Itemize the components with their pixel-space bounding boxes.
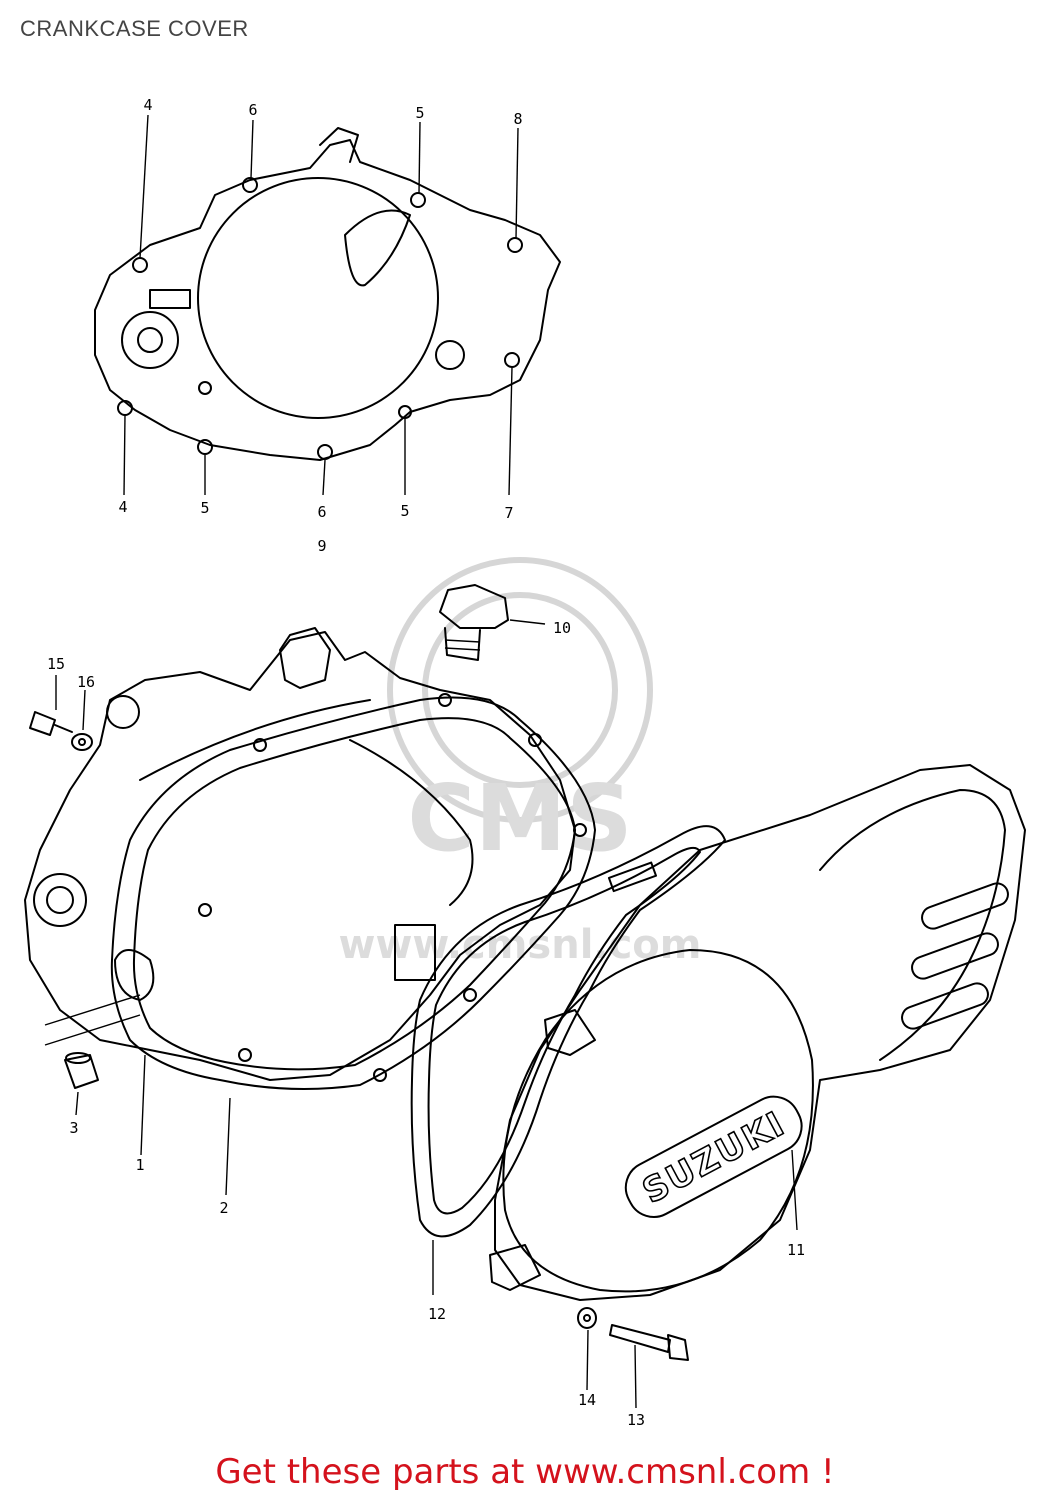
oil-filler-cap — [439, 584, 546, 661]
suzuki-logo-text: SUZUKI — [636, 1104, 792, 1212]
callout-top-6: 6 — [248, 101, 257, 119]
diagram-title: CRANKCASE COVER — [20, 16, 249, 41]
callout-bottom-9: 9 — [317, 537, 326, 555]
callout-14: 14 — [578, 1391, 596, 1409]
callout-bottom-5b: 5 — [400, 502, 409, 520]
callout-10: 10 — [553, 619, 571, 637]
callout-1: 1 — [135, 1156, 144, 1174]
callout-3: 3 — [69, 1119, 78, 1137]
gasket-main — [110, 693, 596, 1196]
watermark-text: CMS — [407, 765, 632, 872]
dowel-pin — [64, 1052, 99, 1116]
callout-top-5: 5 — [415, 104, 424, 122]
screw-and-washer-bottom — [577, 1307, 689, 1409]
callout-bottom-7: 7 — [504, 504, 513, 522]
bolt-and-washer-left — [29, 675, 93, 751]
watermark-url: www.cmsnl.com — [339, 922, 702, 968]
callout-16: 16 — [77, 673, 95, 691]
outer-crankcase-cover — [94, 127, 561, 461]
callout-bottom-4: 4 — [118, 498, 127, 516]
callout-15: 15 — [47, 655, 65, 673]
callout-labels: 4 6 5 8 4 5 6 9 5 7 10 15 16 3 1 2 11 12… — [47, 96, 805, 1429]
callout-bottom-5a: 5 — [200, 499, 209, 517]
callout-top-8: 8 — [513, 110, 522, 128]
crankcase-cover — [24, 627, 576, 1081]
callout-bottom-6: 6 — [317, 503, 326, 521]
get-parts-link[interactable]: Get these parts at www.cmsnl.com ! — [215, 1452, 835, 1492]
top-leader-lines — [123, 114, 519, 496]
callout-11: 11 — [787, 1241, 805, 1259]
callout-13: 13 — [627, 1411, 645, 1429]
callout-2: 2 — [219, 1199, 228, 1217]
suzuki-logo: SUZUKI — [624, 1095, 803, 1218]
callout-top-4: 4 — [143, 96, 152, 114]
callout-12: 12 — [428, 1305, 446, 1323]
